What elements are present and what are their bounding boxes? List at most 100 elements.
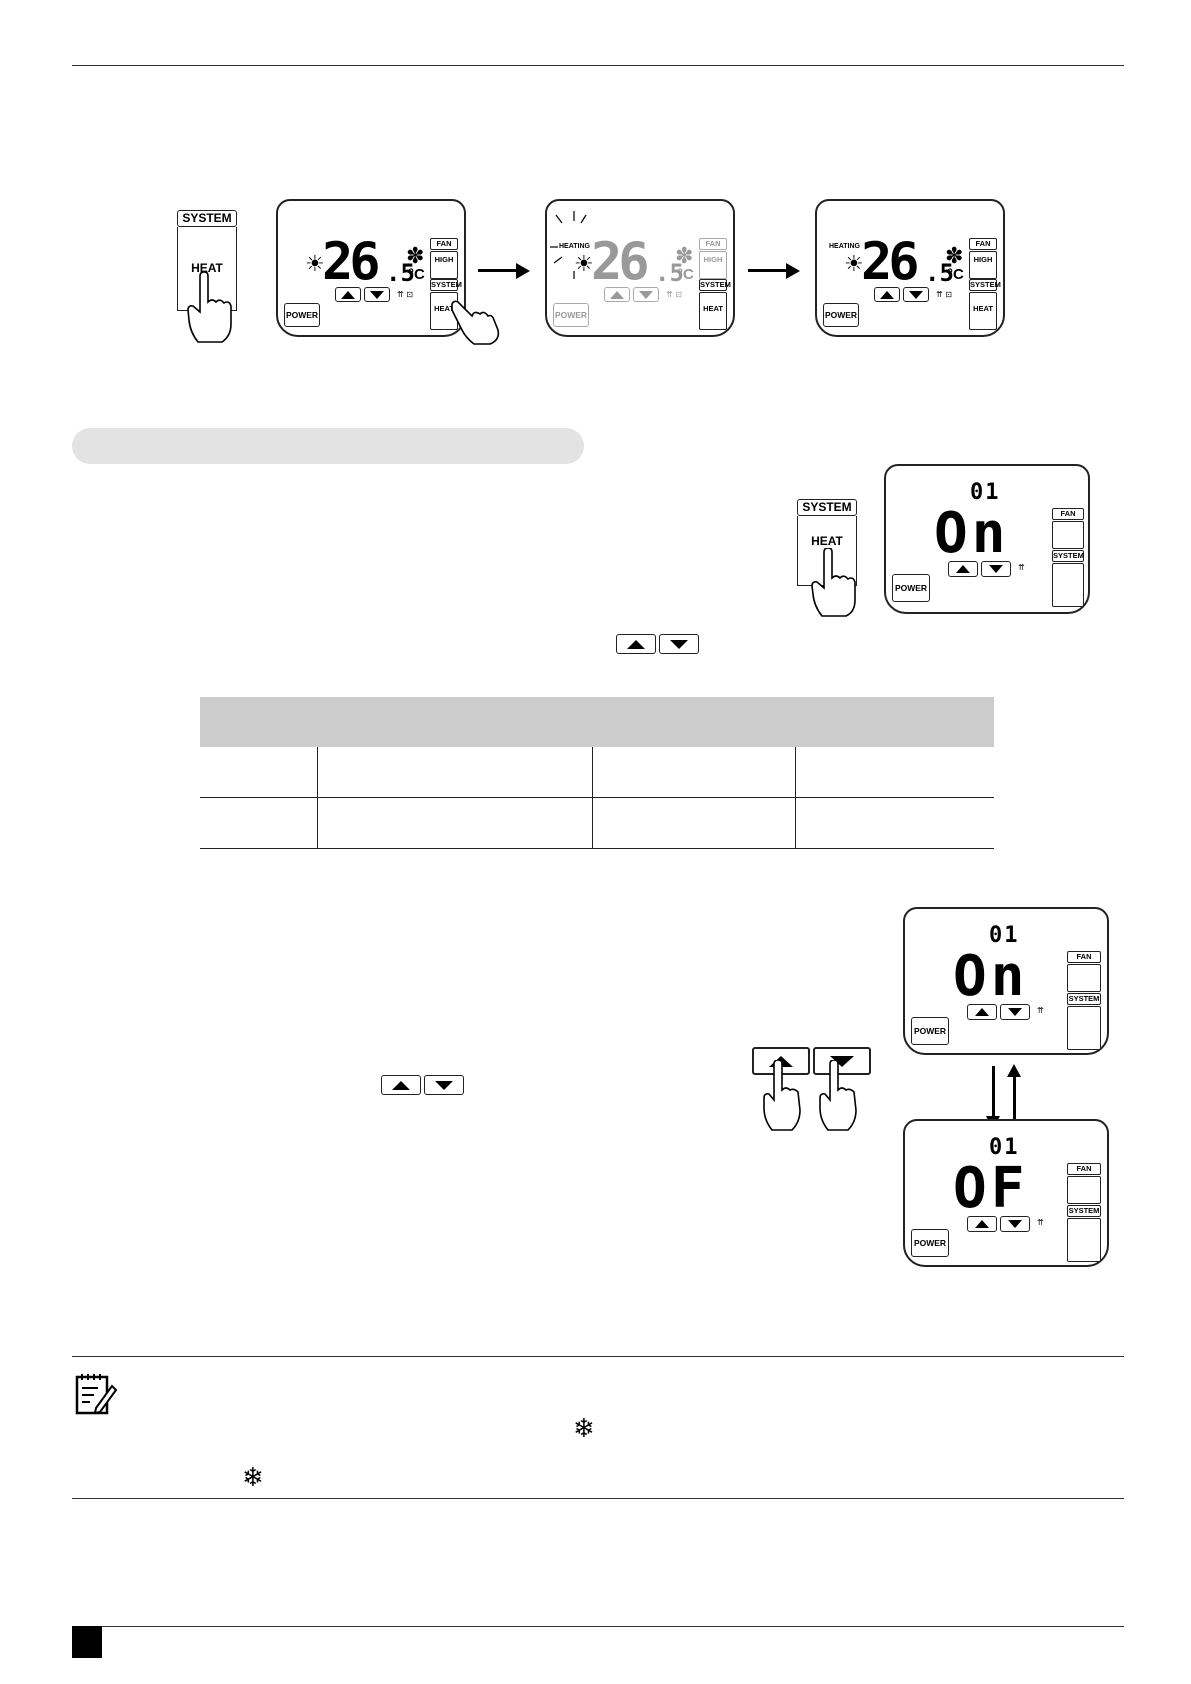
note-bottom-rule — [72, 1498, 1124, 1499]
system-column: SYSTEM HEAT — [699, 279, 731, 330]
down-arrow-button[interactable] — [1000, 1216, 1030, 1232]
updown-buttons — [948, 561, 1011, 577]
inline-updown-buttons — [381, 1075, 464, 1095]
updown-buttons — [335, 287, 390, 302]
table-cell — [592, 797, 796, 849]
system-column: SYSTEM HEAT — [969, 279, 1001, 330]
table-cell — [795, 747, 994, 798]
up-arrow-button[interactable] — [616, 634, 656, 654]
temperature-digits: 26 — [861, 232, 920, 292]
table-cell — [795, 797, 994, 849]
up-arrow-button[interactable] — [967, 1004, 997, 1020]
up-arrow-button[interactable] — [967, 1216, 997, 1232]
table-cell — [317, 797, 593, 849]
inline-updown-buttons — [616, 634, 699, 654]
fan-icon: ✽ — [406, 243, 425, 268]
down-arrow-button[interactable] — [903, 287, 929, 302]
down-arrow-button[interactable] — [981, 561, 1011, 577]
flow-arrow-head — [786, 263, 800, 279]
fan-header: FAN — [1067, 1163, 1101, 1175]
power-button[interactable]: POWER — [911, 1229, 949, 1257]
thermostat-panel-2: HEATING ☀ 26 .5 ✽ °C FAN HIGH SYSTEM HEA… — [545, 199, 735, 337]
sun-icon: ☀ — [305, 251, 325, 276]
fan-column: FAN HIGH — [969, 238, 997, 279]
setting-code: 01 — [970, 480, 1001, 505]
down-arrow-button[interactable] — [813, 1047, 871, 1075]
sun-icon: ☀ — [844, 251, 864, 276]
page-number-block — [72, 1626, 102, 1658]
blink-rays — [550, 211, 587, 279]
thermostat-panel-setting: 01 On FAN SYSTEM ⇈ POWER — [884, 464, 1090, 614]
status-mini-icons: ⇈ — [1037, 1218, 1044, 1227]
pointing-hand-icon — [187, 272, 232, 343]
temperature-decimal: .5 — [386, 259, 415, 287]
snowflake-icon: ❄ — [242, 1462, 264, 1492]
up-arrow-button[interactable] — [604, 287, 630, 302]
fan-header: FAN — [699, 238, 727, 250]
up-arrow-button[interactable] — [948, 561, 978, 577]
thermostat-panel-1: ☀ 26 .5 ✽ °C FAN HIGH SYSTEM HEAT ⇈ ⊡ PO… — [276, 199, 466, 337]
system-value: HEAT — [969, 292, 997, 330]
fan-header: FAN — [430, 238, 458, 250]
power-button[interactable]: POWER — [284, 303, 320, 327]
setting-code: 01 — [989, 1135, 1020, 1160]
status-mini-icons: ⇈ ⊡ — [397, 290, 413, 299]
fan-icon: ✽ — [945, 243, 964, 268]
setting-value: On — [953, 944, 1029, 1009]
updown-buttons — [967, 1004, 1030, 1020]
settings-table — [200, 697, 994, 849]
table-cell — [200, 797, 318, 849]
celsius-unit: °C — [408, 266, 425, 283]
updown-buttons — [604, 287, 659, 302]
top-rule — [72, 65, 1124, 66]
power-button[interactable]: POWER — [553, 303, 589, 327]
system-value — [1052, 563, 1084, 607]
status-mini-icons: ⇈ — [1018, 563, 1025, 572]
fan-icon: ✽ — [675, 243, 694, 268]
power-button[interactable]: POWER — [911, 1017, 949, 1045]
up-arrow-button[interactable] — [874, 287, 900, 302]
fan-value — [1067, 1176, 1101, 1204]
fan-header: FAN — [1067, 951, 1101, 963]
toggle-arrow-down — [992, 1066, 995, 1118]
power-button[interactable]: POWER — [892, 574, 930, 602]
system-card-header: SYSTEM — [797, 499, 857, 516]
temperature-digits: 26 — [591, 232, 650, 292]
heating-label: HEATING — [829, 243, 860, 250]
heating-label: HEATING — [559, 243, 590, 250]
toggle-arrow-up-head — [1007, 1064, 1021, 1077]
toggle-arrow-up — [1013, 1076, 1016, 1128]
table-header-cell — [200, 697, 994, 747]
down-arrow-button[interactable] — [1000, 1004, 1030, 1020]
flow-arrow — [478, 269, 518, 272]
system-column: SYSTEM — [1052, 550, 1084, 607]
fan-value: HIGH — [699, 251, 727, 279]
table-row — [200, 747, 994, 798]
updown-buttons — [967, 1216, 1030, 1232]
section-heading-bar — [72, 428, 584, 464]
table-header-row — [200, 697, 994, 747]
setting-code: 01 — [989, 923, 1020, 948]
fan-column: FAN HIGH — [430, 238, 458, 279]
flow-arrow-head — [516, 263, 530, 279]
pointing-hand-icon — [811, 548, 856, 617]
system-header: SYSTEM — [1067, 993, 1101, 1005]
down-arrow-button[interactable] — [364, 287, 390, 302]
flow-arrow — [748, 269, 788, 272]
pointing-hand-icon — [819, 1060, 857, 1131]
temperature-decimal: .5 — [655, 259, 684, 287]
temperature-decimal: .5 — [925, 259, 954, 287]
status-mini-icons: ⇈ ⊡ — [666, 290, 682, 299]
power-button[interactable]: POWER — [823, 303, 859, 327]
pointing-hand-icon — [763, 1060, 801, 1131]
system-value — [1067, 1218, 1101, 1262]
down-arrow-button[interactable] — [659, 634, 699, 654]
system-header: SYSTEM — [1067, 1205, 1101, 1217]
down-arrow-button[interactable] — [633, 287, 659, 302]
up-arrow-button[interactable] — [381, 1075, 421, 1095]
fan-header: FAN — [969, 238, 997, 250]
fan-value: HIGH — [430, 251, 458, 279]
up-arrow-button[interactable] — [335, 287, 361, 302]
temperature-digits: 26 — [322, 232, 381, 292]
down-arrow-button[interactable] — [424, 1075, 464, 1095]
